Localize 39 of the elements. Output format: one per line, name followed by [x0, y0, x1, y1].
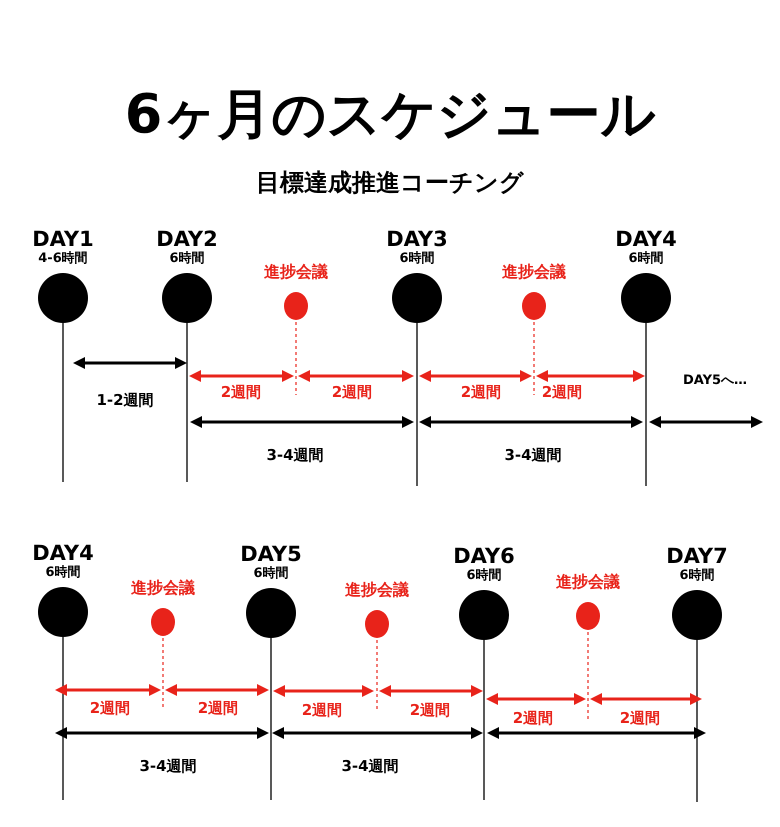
meeting-label: 進捗会議 — [131, 578, 195, 598]
day-label: DAY4 — [32, 541, 94, 565]
continuation-note: DAY5へ… — [682, 373, 748, 389]
interval-label: 3-4週間 — [139, 757, 197, 775]
meeting-label: 進捗会議 — [264, 262, 328, 282]
interval-label: 3-4週間 — [504, 446, 562, 464]
subtitle: 目標達成推進コーチング — [256, 168, 524, 198]
interval-label: 1-2週間 — [96, 391, 154, 409]
meeting-label: 進捗会議 — [556, 572, 620, 592]
interval-label: 2週間 — [332, 383, 372, 401]
interval-label: 3-4週間 — [341, 757, 399, 775]
duration-label: 6時間 — [679, 568, 715, 584]
duration-label: 6時間 — [399, 251, 435, 267]
interval-label: 3-4週間 — [266, 446, 324, 464]
duration-label: 6時間 — [253, 566, 289, 582]
interval-label: 2週間 — [220, 383, 262, 401]
interval-label: 2週間 — [410, 701, 450, 719]
duration-label: 6時間 — [628, 251, 664, 267]
interval-label: 2週間 — [542, 383, 582, 401]
duration-label: 6時間 — [45, 565, 81, 581]
day-label: DAY4 — [615, 227, 677, 251]
duration-label: 6時間 — [169, 251, 205, 267]
day-label: DAY7 — [666, 544, 728, 568]
interval-label: 2週間 — [198, 699, 238, 717]
duration-label: 6時間 — [466, 568, 502, 584]
meeting-label: 進捗会議 — [502, 262, 566, 282]
day-label: DAY2 — [156, 227, 218, 251]
day-label: DAY1 — [32, 227, 94, 251]
day-label: DAY6 — [453, 544, 515, 568]
day-label: DAY3 — [386, 227, 448, 251]
meeting-label: 進捗会議 — [345, 580, 409, 600]
interval-label: 2週間 — [460, 383, 502, 401]
interval-label: 2週間 — [620, 709, 660, 727]
interval-label: 2週間 — [512, 709, 554, 727]
interval-label: 2週間 — [302, 701, 342, 719]
interval-label: 2週間 — [90, 699, 130, 717]
diagram-title: 6ヶ月のスケジュール — [124, 82, 656, 148]
duration-label: 4-6時間 — [38, 251, 88, 267]
day-label: DAY5 — [240, 542, 302, 566]
